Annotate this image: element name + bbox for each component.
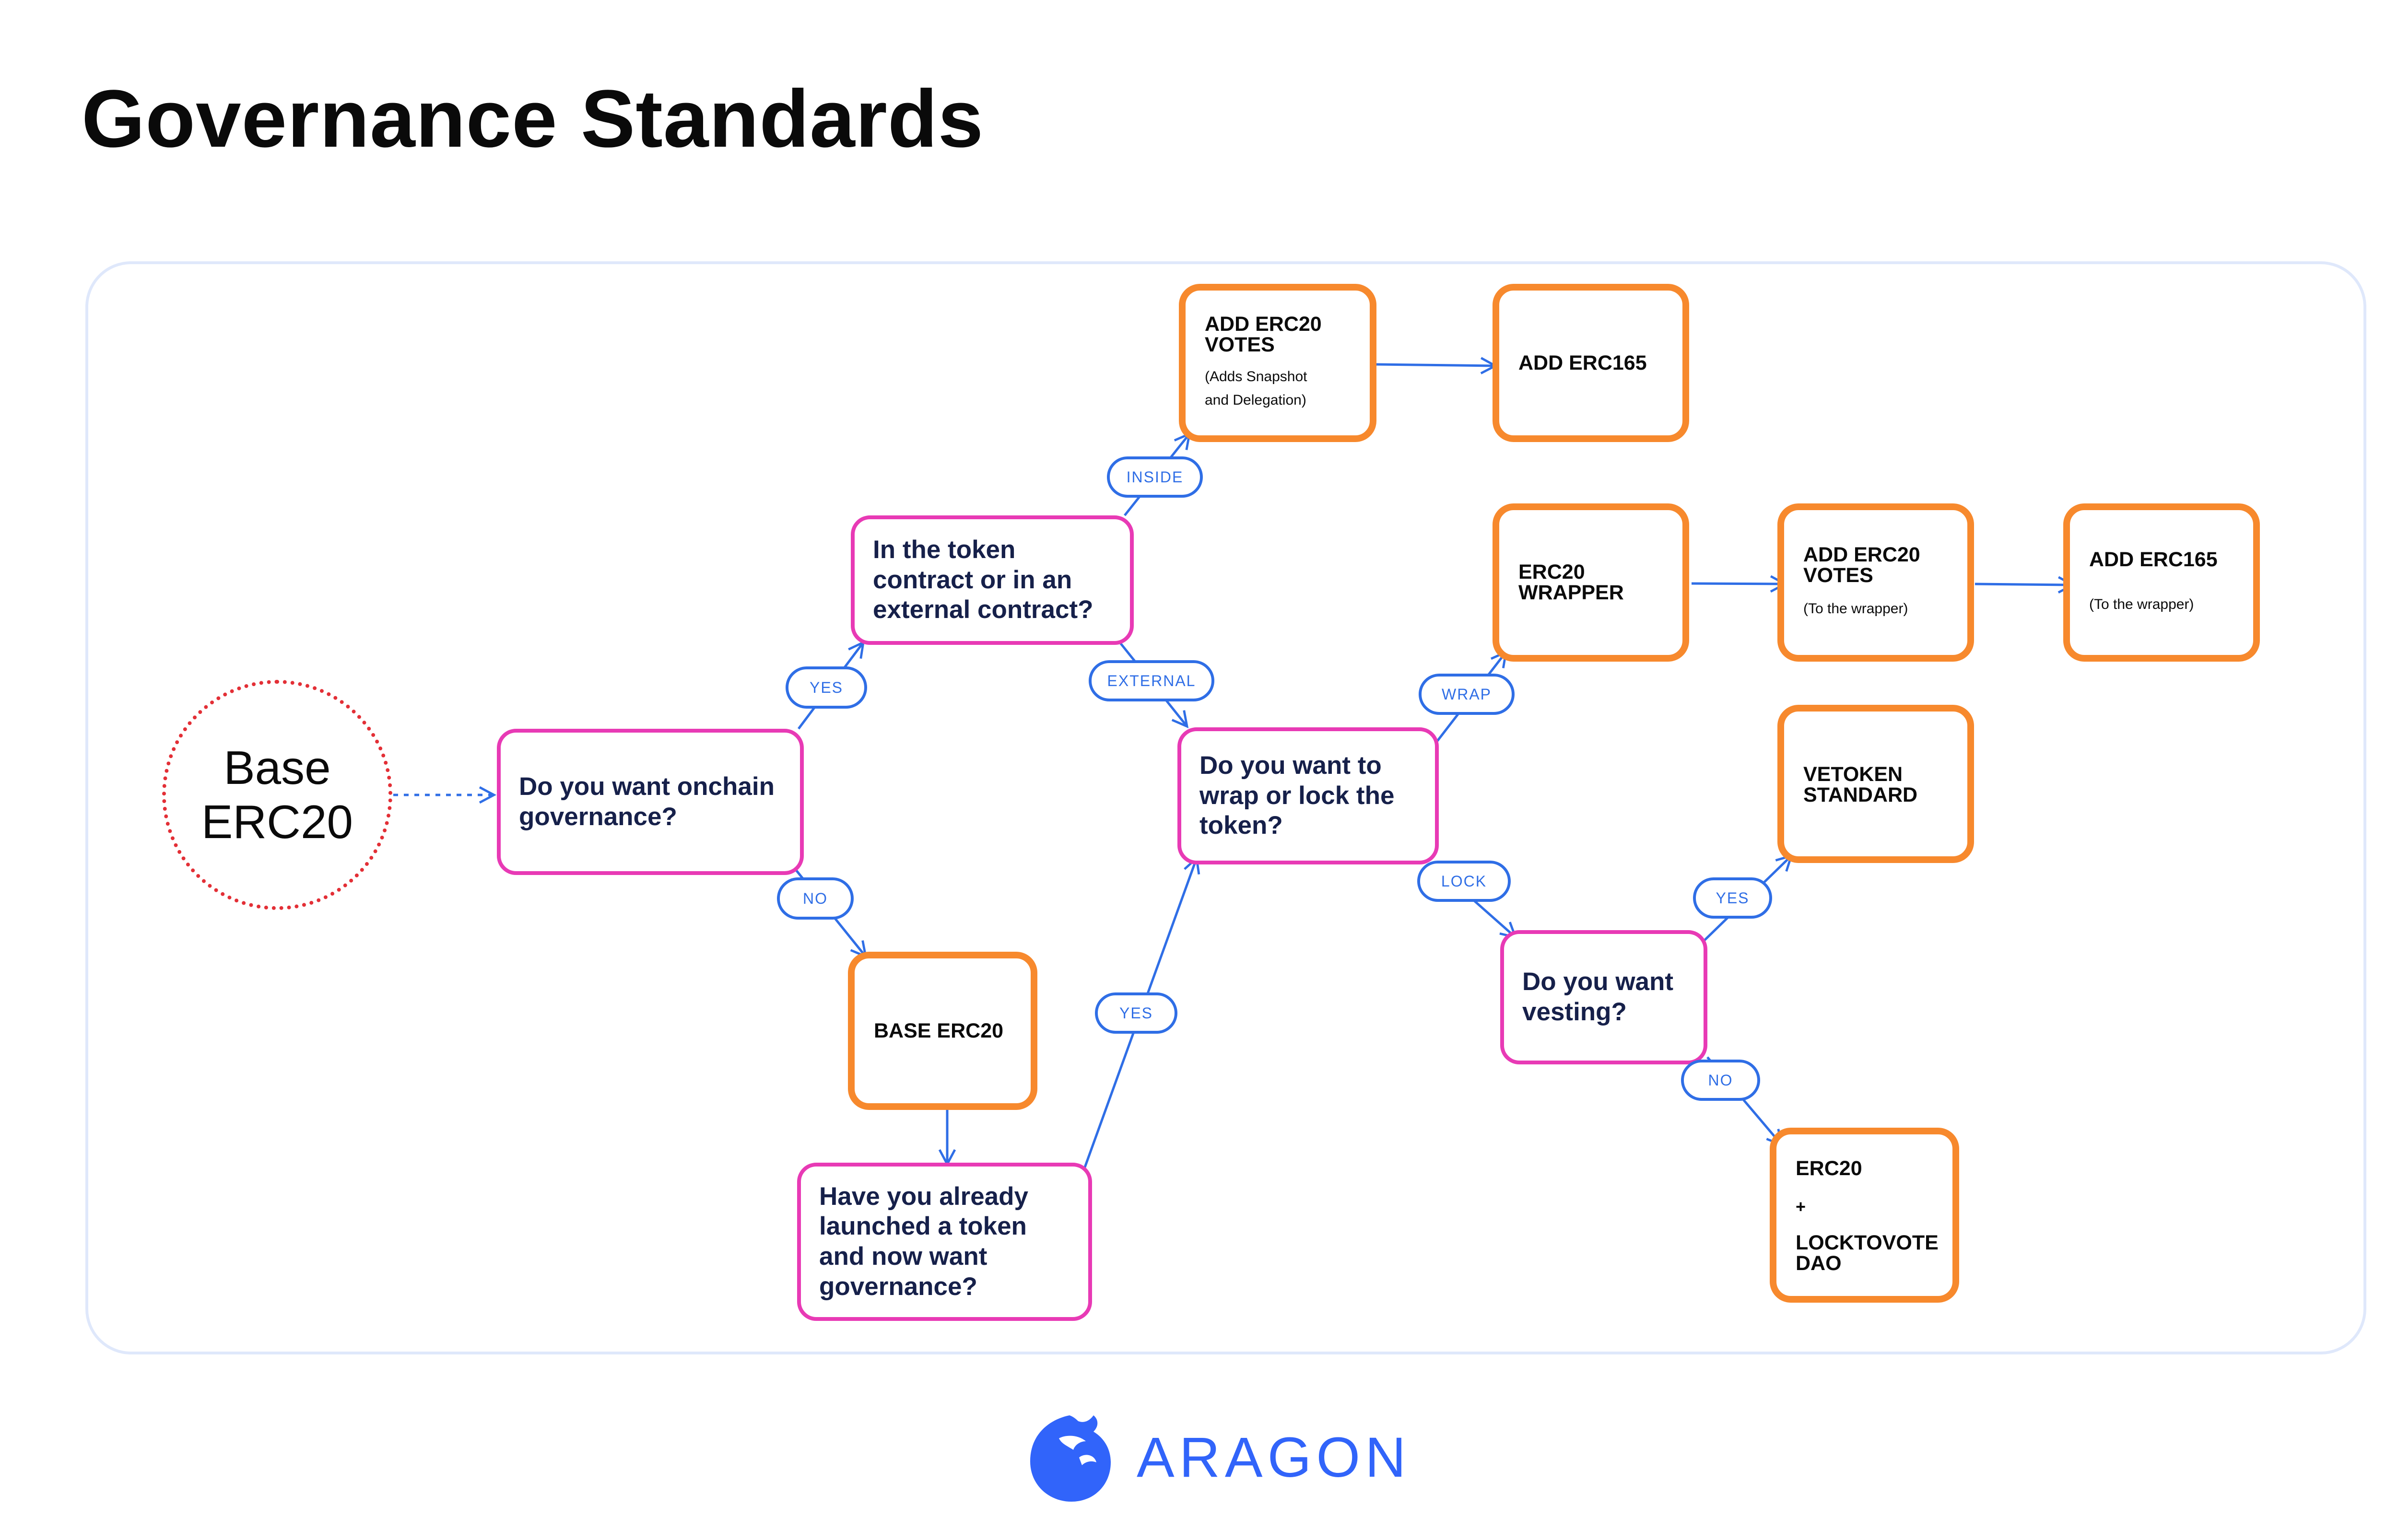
outcome-erc20-locktovote: ERC20 + LOCKTOVOTE DAO [1770,1128,1959,1303]
outcome-line2: VOTES [1205,333,1275,356]
question-text: Do you want vesting? [1522,968,1674,1026]
outcome-subtext: (To the wrapper) [2089,596,2194,612]
outcome-line1: ERC20 [1796,1157,1862,1180]
outcome-base-erc20: BASE ERC20 [848,952,1037,1110]
edge-label-yes: YES [1095,992,1177,1034]
outcome-line1: ADD ERC20 [1803,543,1920,566]
question-already-launched: Have you already launched a token and no… [797,1163,1092,1321]
outcome-line2: WRAPPER [1518,581,1624,604]
page-title: Governance Standards [82,73,984,164]
outcome-label: ADD ERC165 [1518,351,1647,374]
edge-label-external: EXTERNAL [1089,660,1214,701]
question-onchain-governance: Do you want onchain governance? [497,729,804,875]
edge-label-yes: YES [1693,877,1772,919]
aragon-wordmark: ARAGON [1137,1426,1411,1489]
outcome-add-erc165-wrapper: ADD ERC165 (To the wrapper) [2063,503,2260,662]
edge-wrapper-votes [1691,575,1788,593]
outcome-label: ADD ERC165 [2089,548,2218,571]
edge-wrappervotes-erc165 [1975,576,2076,594]
outcome-sub1: (Adds Snapshot [1205,368,1307,385]
question-text: Do you want onchain governance? [519,772,775,831]
edge-label-wrap: WRAP [1419,674,1515,715]
question-token-contract: In the token contract or in an external … [851,515,1134,645]
outcome-line2: STANDARD [1803,783,1918,806]
start-line1: Base [223,741,331,794]
aragon-logo-icon [1030,1415,1111,1502]
outcome-add-erc165: ADD ERC165 [1493,284,1689,442]
outcome-add-erc20-votes: ADD ERC20 VOTES (Adds Snapshot and Deleg… [1179,284,1376,442]
question-text: Do you want to wrap or lock the token? [1199,751,1395,840]
edge-label-yes: YES [786,666,867,709]
question-text: In the token contract or in an external … [873,536,1093,624]
edge-label-no: NO [1681,1060,1760,1101]
outcome-line1: ADD ERC20 [1205,312,1322,336]
outcome-line2: LOCKTOVOTE [1796,1231,1939,1254]
edge-label-inside: INSIDE [1107,456,1203,498]
outcome-line1: ERC20 [1518,560,1585,583]
outcome-vetoken-standard: VETOKEN STANDARD [1777,705,1974,863]
question-wrap-or-lock: Do you want to wrap or lock the token? [1177,727,1439,864]
edge-votes-erc165 [1376,357,1498,374]
outcome-subtext: (Adds Snapshot and Delegation) [1205,365,1351,412]
question-text: Have you already launched a token and no… [819,1182,1029,1301]
outcome-plus: + [1796,1197,1806,1216]
start-line2: ERC20 [201,795,353,848]
aragon-logo: ARAGON [1022,1410,1411,1505]
outcome-label: BASE ERC20 [874,1019,1004,1042]
outcome-subtext: (To the wrapper) [1803,601,1908,617]
question-vesting: Do you want vesting? [1500,930,1707,1064]
edge-label-lock: LOCK [1417,861,1511,902]
outcome-erc20-wrapper: ERC20 WRAPPER [1493,503,1689,662]
outcome-wrapper-votes: ADD ERC20 VOTES (To the wrapper) [1777,503,1974,662]
outcome-line1: VETOKEN [1803,763,1903,786]
outcome-sub2: and Delegation) [1205,392,1306,408]
outcome-line3: DAO [1796,1252,1842,1275]
edge-label-no: NO [777,877,854,920]
outcome-line2: VOTES [1803,564,1873,587]
start-node-base-erc20: Base ERC20 [162,680,392,910]
